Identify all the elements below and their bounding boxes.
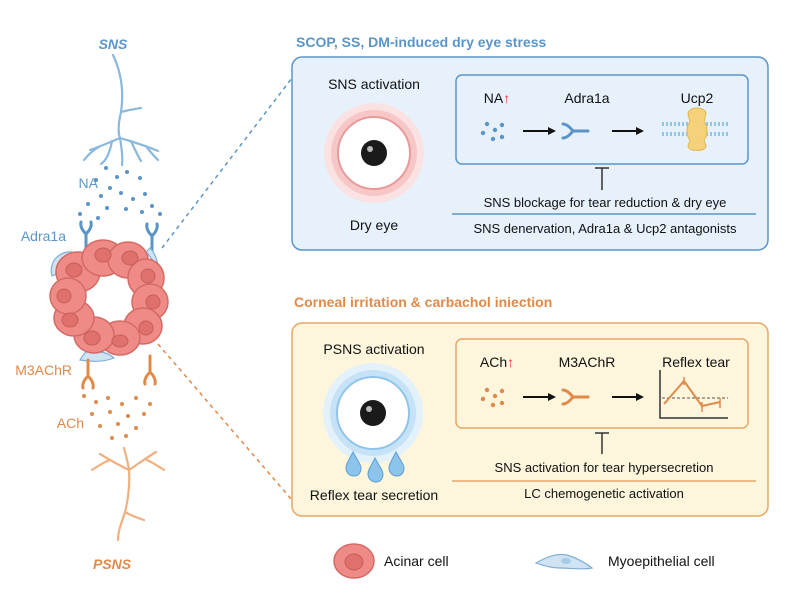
connector-bottom-dashed <box>157 343 293 501</box>
na-up-arrow: ↑ <box>503 90 510 106</box>
na-step-text: NA <box>484 90 504 106</box>
acinar-nuclei <box>56 247 161 348</box>
tear-drops-icon <box>345 450 405 483</box>
ach-up-arrow: ↑ <box>507 354 514 370</box>
bottom-arrow-2 <box>612 393 644 401</box>
connector-top-dashed <box>161 77 293 249</box>
bottom-pathway-box <box>455 338 749 429</box>
dry-eye-caption: Dry eye <box>350 217 398 233</box>
psns-activation-label: PSNS activation <box>323 341 424 357</box>
ach-label: ACh <box>57 415 84 431</box>
m3achr-step-label: M3AChR <box>559 354 616 370</box>
m3achr-label: M3AChR <box>15 362 72 378</box>
adra1a-label: Adra1a <box>21 228 66 244</box>
legend-acinar-label: Acinar cell <box>384 553 449 569</box>
ucp2-membrane-icon <box>662 107 730 151</box>
top-arrow-2 <box>612 127 644 135</box>
psns-label: PSNS <box>93 556 132 572</box>
bottom-inhibit-bar <box>595 432 609 454</box>
top-pathway-box <box>455 74 749 165</box>
ach-vesicles <box>82 394 152 440</box>
psns-nerve-icon <box>90 446 166 542</box>
top-arrow-1 <box>523 127 556 135</box>
adra1a-small-icon <box>561 122 590 140</box>
sns-blockage-text: SNS blockage for tear reduction & dry ey… <box>484 195 727 210</box>
reflex-tear-secretion-caption: Reflex tear secretion <box>310 487 438 503</box>
ach-step-text: ACh <box>480 354 507 370</box>
na-dots-icon <box>480 121 505 142</box>
sns-label: SNS <box>99 36 128 52</box>
reflex-tear-step-label: Reflex tear <box>662 354 730 370</box>
na-label: NA <box>79 175 99 191</box>
ucp2-step-label: Ucp2 <box>681 90 714 106</box>
legend-myoepithelial-icon <box>534 553 594 570</box>
legend-myoepithelial-label: Myoepithelial cell <box>608 553 715 569</box>
m3achr-small-icon <box>561 388 590 406</box>
top-inhibit-bar <box>595 167 609 190</box>
ach-step-label: ACh↑ <box>480 354 514 370</box>
sns-hypersecretion-text: SNS activation for tear hypersecretion <box>495 460 714 475</box>
lc-chemogenetic-text: LC chemogenetic activation <box>524 486 684 501</box>
reflex-tear-graph-icon <box>659 370 728 419</box>
sns-nerve-icon <box>82 53 160 167</box>
bottom-arrow-1 <box>523 393 556 401</box>
na-step-label: NA↑ <box>484 90 510 106</box>
top-heading: SCOP, SS, DM-induced dry eye stress <box>296 34 546 50</box>
dry-eye-icon <box>324 103 424 203</box>
adra1a-receptor-icon <box>79 220 159 254</box>
ach-dots-icon <box>480 387 505 408</box>
legend-acinar-icon <box>333 543 375 579</box>
adra1a-step-label: Adra1a <box>564 90 609 106</box>
reflex-eye-icon <box>323 363 423 463</box>
na-vesicles <box>78 166 162 220</box>
bottom-heading: Corneal irritation & carbachol iniection <box>294 294 552 310</box>
sns-activation-label: SNS activation <box>328 76 420 92</box>
m3achr-receptor-icon <box>81 354 157 390</box>
top-interventions-text: SNS denervation, Adra1a & Ucp2 antagonis… <box>473 221 737 236</box>
